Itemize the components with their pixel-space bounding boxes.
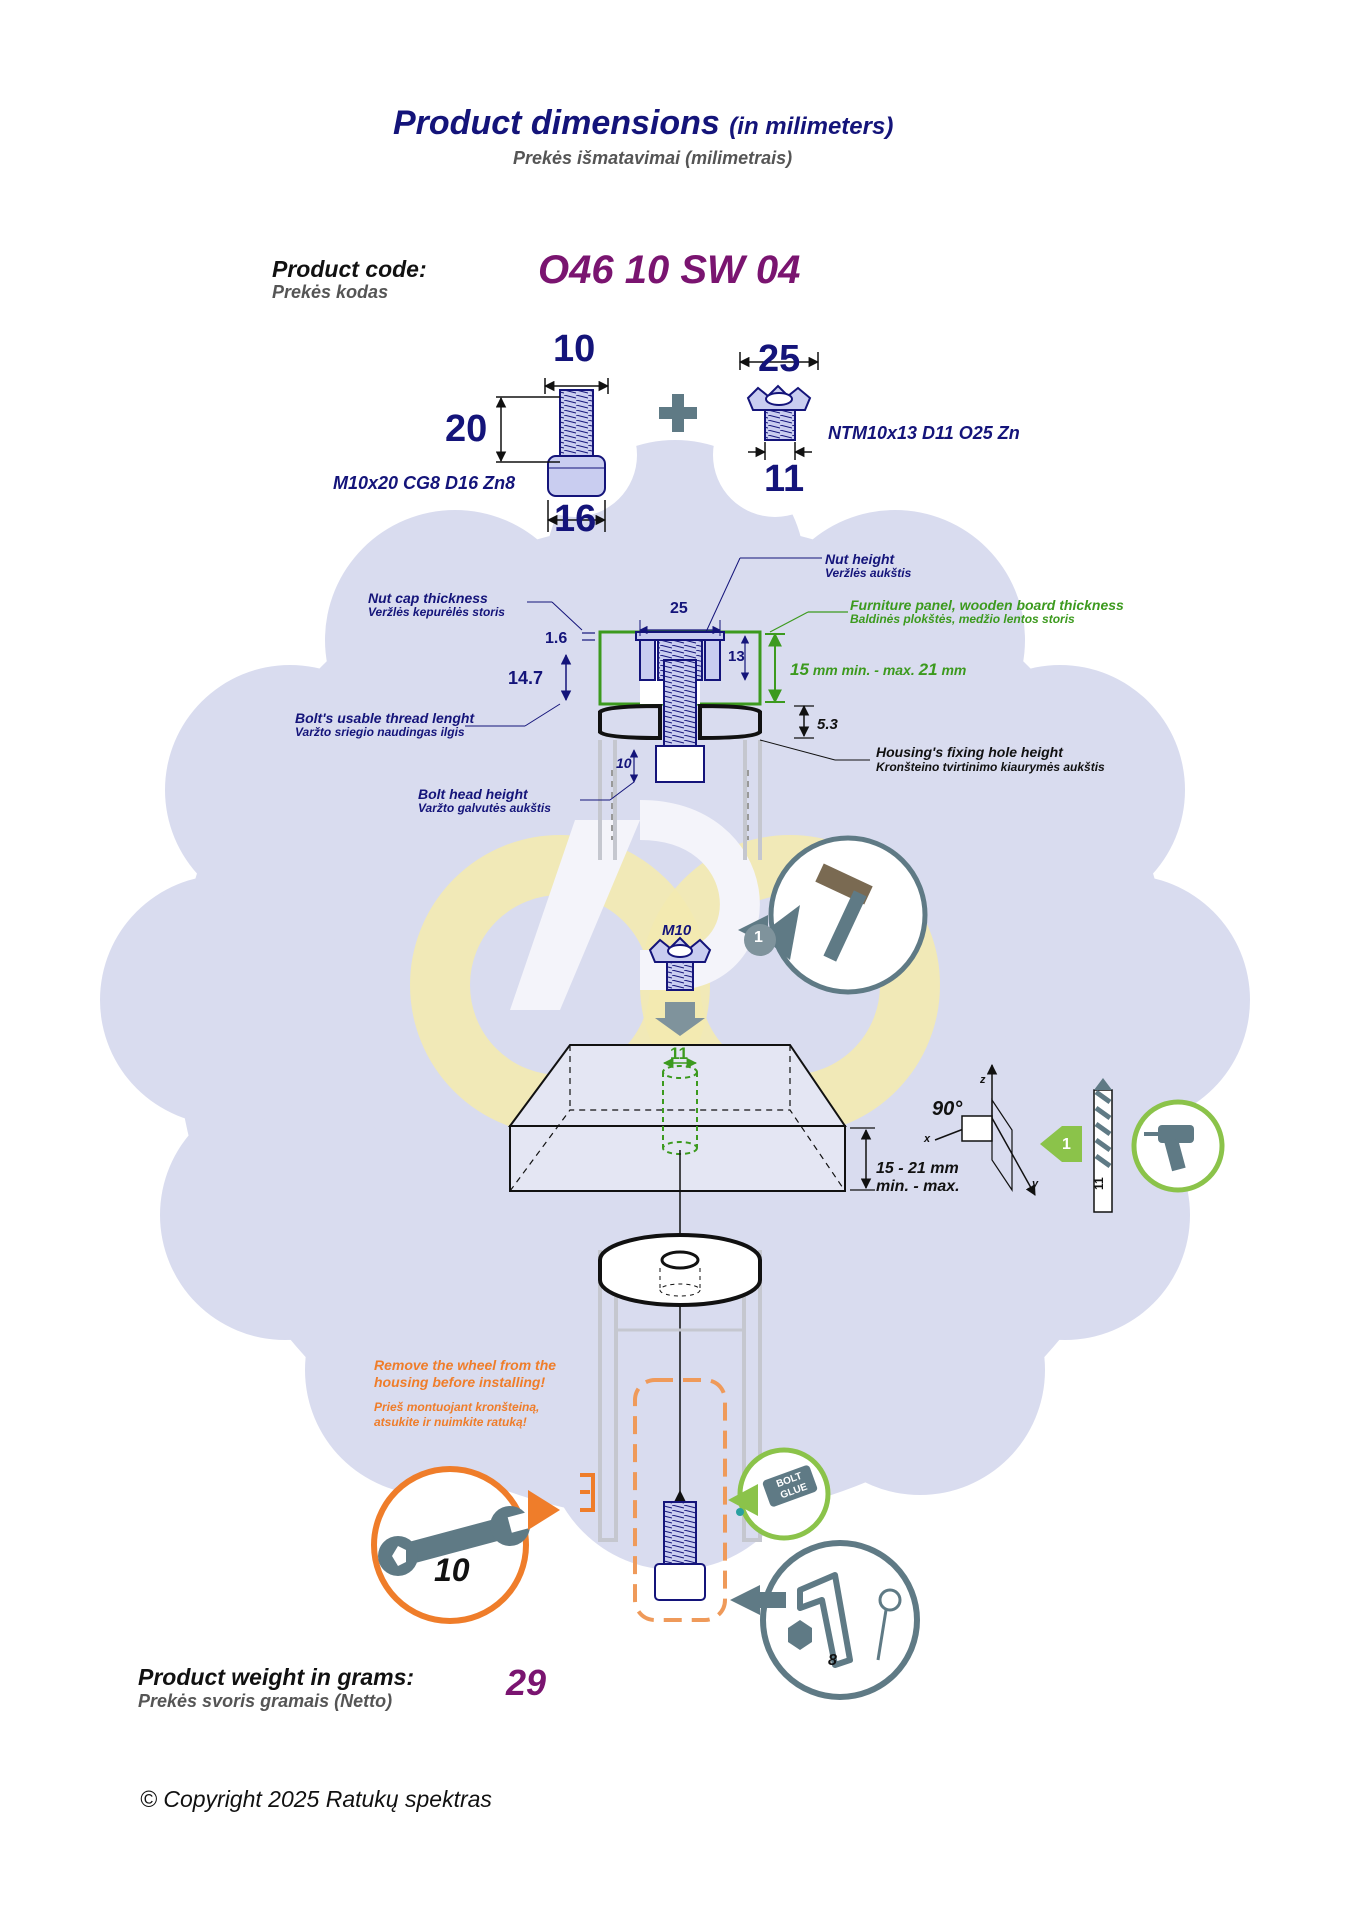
arrow-down-icon <box>655 1002 705 1036</box>
background-blob <box>100 440 1250 1570</box>
nut-width-value: 25 <box>670 600 688 617</box>
bolt-dim-bottom: 16 <box>554 498 597 540</box>
axes-gizmo <box>934 1063 1036 1196</box>
plus-sign <box>659 394 697 432</box>
angle-label: 90° <box>932 1098 963 1120</box>
panel-max-unit: mm <box>941 662 967 678</box>
warning-en-2: housing before installing! <box>374 1374 546 1390</box>
head-label-lt: Varžto galvutės aukštis <box>418 801 551 815</box>
weight-label: Product weight in grams: <box>138 1664 415 1690</box>
nut-cap-value: 1.6 <box>545 630 568 647</box>
head-value: 10 <box>616 755 632 771</box>
nut-dim-top: 25 <box>758 338 801 380</box>
weight-label-lt: Prekės svoris gramais (Netto) <box>138 1691 393 1711</box>
step-badge <box>744 924 776 956</box>
axis-y-label: y <box>1032 1178 1039 1190</box>
nut-name: NTM10x13 D11 O25 Zn <box>828 423 1020 443</box>
drill-bit <box>1093 1078 1113 1213</box>
tee-nut-drawing <box>738 352 820 460</box>
nut-cap-label: Nut cap thickness <box>368 590 488 606</box>
step-number: 1 <box>754 929 763 946</box>
thickness-label-2: min. - max. <box>876 1178 960 1195</box>
warning-lt-1: Prieš montuojant kronšteiną, <box>374 1400 540 1414</box>
hex-key-size: 8 <box>828 1652 837 1669</box>
housing-bracket <box>598 1233 762 1622</box>
drill-icon <box>1131 1099 1225 1193</box>
tee-nut-small <box>648 936 712 991</box>
panel-min-text: mm min. - max. <box>812 662 915 678</box>
thickness-label: 15 - 21 mm <box>876 1160 959 1177</box>
nut-height-value: 13 <box>728 648 745 665</box>
board-3d <box>508 1044 875 1500</box>
wrench-icon <box>371 1466 595 1624</box>
warning-en-1: Remove the wheel from the <box>374 1357 557 1373</box>
panel-max-value: 21 <box>918 660 938 679</box>
head-label: Bolt head height <box>418 786 528 802</box>
hole-value: 11 <box>670 1044 688 1063</box>
drill-step-number: 1 <box>1062 1136 1071 1153</box>
nut-height-label-lt: Veržlės aukštis <box>825 566 912 580</box>
thread-label: Bolt's usable thread lenght <box>295 710 475 726</box>
panel-min-value: 15 <box>790 660 809 679</box>
housing-value: 5.3 <box>817 716 838 733</box>
nut-dim-bottom: 11 <box>764 458 805 500</box>
bolt-drawing <box>495 378 610 532</box>
page-subtitle: Prekės išmatavimai (milimetrais) <box>513 148 793 168</box>
panel-range: 15 mm min. - max. 21 mm <box>790 660 966 680</box>
page-title-main: Product dimensions <box>393 104 720 142</box>
small-nut-label: M10 <box>662 922 692 939</box>
green-step-arrow <box>1040 1126 1082 1162</box>
housing-label: Housing's fixing hole height <box>876 744 1063 760</box>
bolt-glue-icon: BOLT GLUE <box>728 1447 831 1541</box>
nut-height-label: Nut height <box>825 551 895 567</box>
panel-label: Furniture panel, wooden board thickness <box>850 597 1124 613</box>
drill-size: 11 <box>1092 1177 1106 1190</box>
hex-key-icon <box>730 1540 920 1700</box>
axis-z-label: z <box>980 1074 986 1086</box>
product-code-value: O46 10 SW 04 <box>538 248 801 292</box>
weight-value: 29 <box>506 1662 547 1703</box>
bolt-name: M10x20 CG8 D16 Zn8 <box>333 473 516 493</box>
page-title: Product dimensions (in milimeters) <box>393 104 893 143</box>
nut-cap-label-lt: Veržlės kepurėlės storis <box>368 605 505 619</box>
axis-x-label: x <box>924 1133 931 1145</box>
bolt-dim-left: 20 <box>445 408 488 450</box>
housing-label-lt: Kronšteino tvirtinimo kiaurymės aukštis <box>876 760 1105 774</box>
panel-label-lt: Baldinės plokštės, medžio lentos storis <box>850 612 1075 626</box>
page-title-suffix: (in milimeters) <box>729 113 894 140</box>
product-code-label: Product code: <box>272 256 427 282</box>
copyright: © Copyright 2025 Ratukų spektras <box>140 1786 492 1812</box>
product-code-label-lt: Prekės kodas <box>272 282 389 302</box>
thread-label-lt: Varžto sriegio naudingas ilgis <box>295 725 465 739</box>
warning-lt-2: atsukite ir nuimkite ratuką! <box>374 1415 527 1429</box>
bolt-dim-top: 10 <box>553 328 596 370</box>
wrench-size: 10 <box>434 1552 470 1588</box>
thread-value: 14.7 <box>508 668 544 688</box>
assembly-section <box>465 557 870 860</box>
